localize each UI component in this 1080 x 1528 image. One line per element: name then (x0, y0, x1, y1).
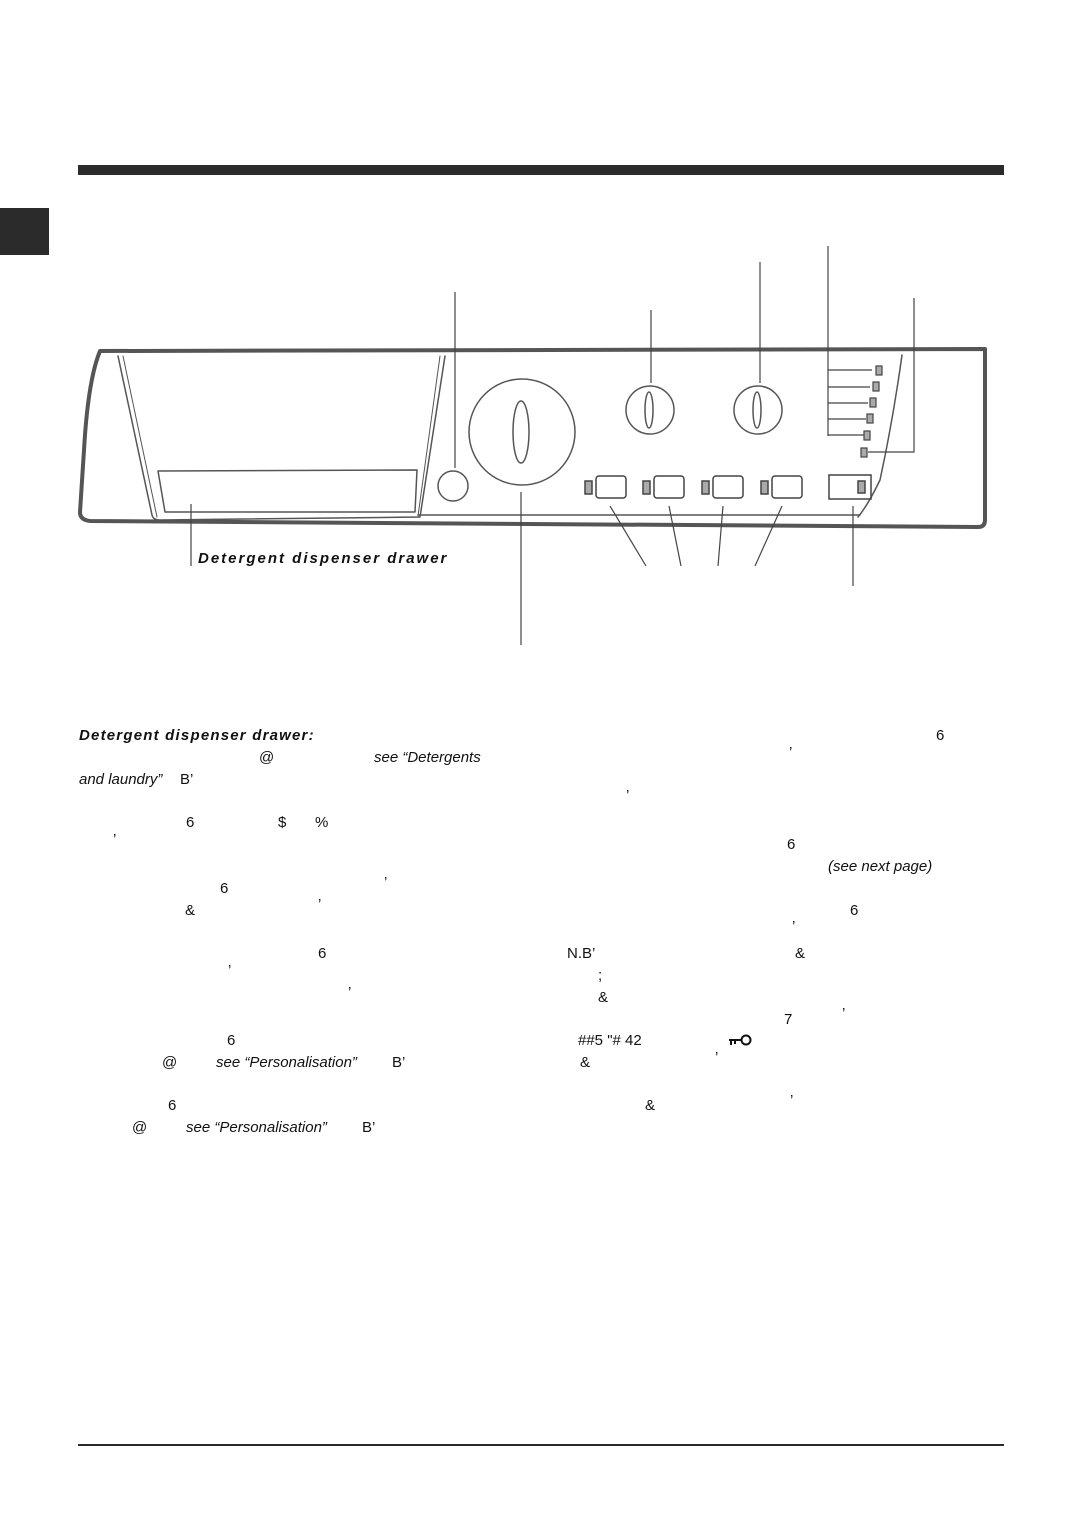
text-fragment: 6 (186, 814, 195, 831)
start-pause-button (828, 474, 872, 500)
panel-outline (78, 347, 987, 529)
text-fragment: & (598, 989, 609, 1006)
function-buttons (584, 475, 803, 499)
power-button (437, 470, 469, 502)
progress-indicator-lights (828, 365, 883, 458)
text-fragment: 6 (850, 902, 859, 919)
text-fragment: 6 (168, 1097, 177, 1114)
text-fragment: ; (598, 967, 603, 984)
text-fragment: ’ (790, 1092, 794, 1109)
text-fragment: ’ (789, 744, 793, 761)
cross-reference: see “Personalisation” (216, 1054, 357, 1071)
note-label: N.B’ (567, 945, 596, 962)
section-tab (0, 208, 49, 255)
text-fragment: % (315, 814, 329, 831)
text-fragment: ’ (842, 1005, 846, 1022)
text-fragment: B’ (180, 771, 194, 788)
text-fragment: ’ (113, 831, 117, 848)
cross-reference: see “Detergents (374, 749, 481, 766)
text-fragment: @ (162, 1054, 178, 1071)
drawer-outline (117, 355, 446, 521)
text-fragment: ’ (715, 1049, 719, 1066)
drawer-handle (157, 469, 418, 513)
text-fragment: ’ (228, 962, 232, 979)
text-fragment: 6 (227, 1032, 236, 1049)
text-fragment: 6 (220, 880, 229, 897)
text-fragment: & (645, 1097, 656, 1114)
code-label: ##5 "# 42 (578, 1032, 642, 1049)
programme-knob (468, 378, 576, 486)
spin-knob (733, 385, 783, 435)
text-fragment: ’ (318, 896, 322, 913)
cross-reference: and laundry” (79, 771, 163, 788)
text-fragment: 6 (936, 727, 945, 744)
footer-rule (78, 1444, 1004, 1446)
text-fragment: B’ (392, 1054, 406, 1071)
text-fragment: 7 (784, 1011, 793, 1028)
control-panel-diagram (78, 246, 987, 645)
text-fragment: ’ (348, 984, 352, 1001)
text-fragment: & (580, 1054, 591, 1071)
text-fragment: $ (278, 814, 287, 831)
text-fragment: & (185, 902, 196, 919)
cross-reference: see “Personalisation” (186, 1119, 327, 1136)
temperature-knob (625, 385, 675, 435)
text-fragment: B’ (362, 1119, 376, 1136)
drawer-heading: Detergent dispenser drawer: (79, 727, 315, 744)
text-fragment: @ (132, 1119, 148, 1136)
drawer-label: Detergent dispenser drawer (198, 550, 449, 567)
text-fragment: 6 (787, 836, 796, 853)
text-fragment: @ (259, 749, 275, 766)
text-fragment: ’ (792, 918, 796, 935)
leader-lines (190, 246, 915, 645)
header-bar (78, 165, 1004, 175)
text-fragment: 6 (318, 945, 327, 962)
cross-reference: (see next page) (828, 858, 933, 875)
text-fragment: ’ (626, 787, 630, 804)
key-icon (729, 1034, 752, 1046)
text-fragment: ’ (384, 874, 388, 891)
text-fragment: & (795, 945, 806, 962)
